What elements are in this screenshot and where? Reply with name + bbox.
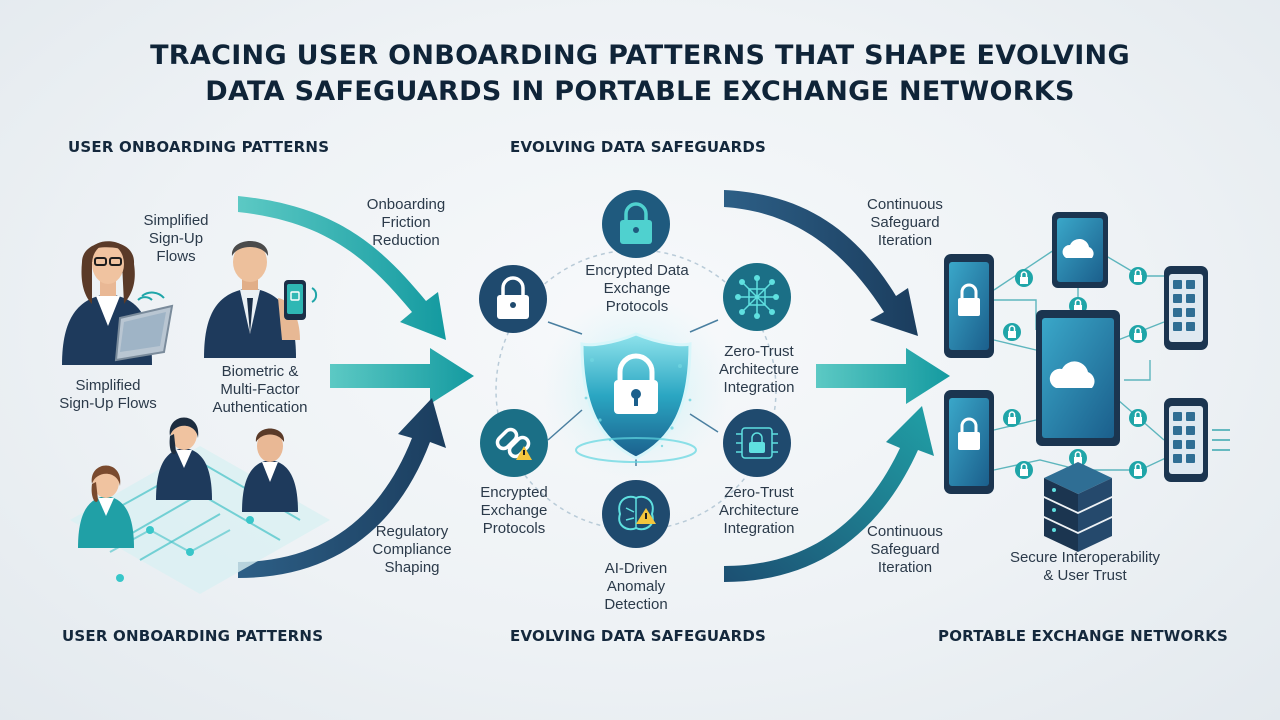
label-simplified-signup-top: Simplified Sign-Up Flows — [143, 212, 209, 265]
woman-with-tablet-illustration — [62, 241, 174, 365]
cloud-monitor-center — [1036, 310, 1120, 446]
central-shield-icon — [575, 332, 697, 463]
label-secure-interoperability: Secure Interoperability & User Trust — [1009, 549, 1161, 584]
label-encrypted-data-exchange-top: Encrypted Data Exchange Protocols — [585, 262, 689, 315]
lock-tablet-left-top — [944, 254, 994, 358]
chain-link-warning-icon — [480, 409, 548, 477]
padlock-icon — [479, 265, 547, 333]
server-stack-icon — [1044, 462, 1112, 552]
section-heading-safeguards-top: EVOLVING DATA SAFEGUARDS — [510, 138, 767, 156]
man-with-phone-illustration — [204, 241, 318, 358]
arrow-center-right — [816, 348, 950, 404]
arrow-regulatory-compliance — [238, 398, 446, 578]
encrypted-data-lock-icon — [602, 190, 670, 258]
lock-tablet-left-bottom — [944, 390, 994, 494]
label-encrypted-exchange-bottom: Encrypted Exchange Protocols — [480, 484, 548, 537]
label-regulatory-compliance: Regulatory Compliance Shaping — [372, 523, 452, 576]
label-zero-trust-top: Zero-Trust Architecture Integration — [718, 343, 800, 396]
network-nodes-icon — [723, 263, 791, 331]
section-heading-user-onboarding-top: USER ONBOARDING PATTERNS — [68, 138, 330, 156]
network-lock-badges — [1003, 267, 1147, 479]
app-phone-right-top — [1164, 266, 1208, 350]
section-heading-safeguards-bottom: EVOLVING DATA SAFEGUARDS — [510, 627, 767, 645]
label-biometric-mfa: Biometric & Multi-Factor Authentication — [212, 363, 308, 416]
title-line-1: TRACING USER ONBOARDING PATTERNS THAT SH… — [150, 40, 1130, 71]
arrow-continuous-top — [724, 190, 918, 336]
label-zero-trust-bottom: Zero-Trust Architecture Integration — [718, 484, 800, 537]
label-onboarding-friction-reduction: Onboarding Friction Reduction — [366, 196, 446, 249]
section-heading-portable-networks: PORTABLE EXCHANGE NETWORKS — [938, 627, 1229, 645]
label-continuous-iteration-bottom: Continuous Safeguard Iteration — [867, 523, 943, 576]
title-line-2: DATA SAFEGUARDS IN PORTABLE EXCHANGE NET… — [205, 76, 1075, 107]
ai-brain-warning-icon — [602, 480, 670, 548]
cloud-tablet-top — [1052, 212, 1108, 288]
label-simplified-signup-bottom: Simplified Sign-Up Flows — [59, 377, 157, 412]
portable-network-illustration — [944, 212, 1230, 552]
label-ai-anomaly-detection: AI-Driven Anomaly Detection — [604, 560, 668, 613]
page-title: TRACING USER ONBOARDING PATTERNS THAT SH… — [0, 38, 1280, 110]
app-phone-right-bottom — [1164, 398, 1230, 482]
arrow-center-left — [330, 348, 474, 404]
circuit-lock-icon — [723, 409, 791, 477]
arrow-continuous-bottom — [724, 406, 934, 582]
section-heading-user-onboarding-bottom: USER ONBOARDING PATTERNS — [62, 627, 324, 645]
shield-particles — [584, 358, 692, 448]
arrow-friction-reduction — [238, 196, 446, 340]
label-continuous-iteration-top: Continuous Safeguard Iteration — [867, 196, 943, 249]
onboarding-platform-illustration — [70, 417, 330, 594]
